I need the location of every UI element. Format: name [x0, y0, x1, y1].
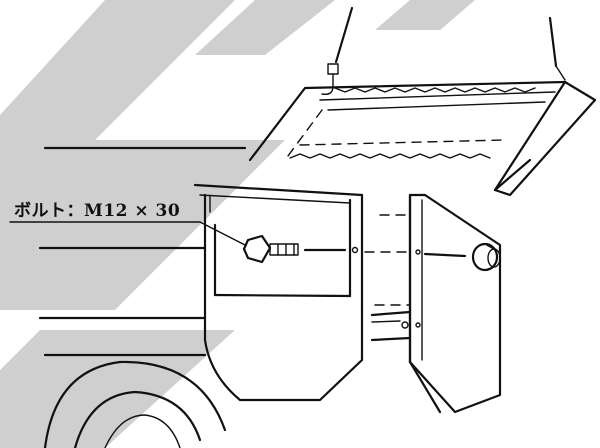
flap-lower-hole	[415, 322, 421, 328]
top-tray	[248, 80, 597, 197]
watermark-band-top-right	[375, 0, 475, 30]
watermark-bands	[0, 0, 475, 448]
hanging-wires	[321, 6, 566, 96]
tray-hidden-line	[299, 139, 506, 146]
tray-rail-top	[319, 91, 556, 101]
body-frame	[38, 146, 364, 402]
flap-bolt-hole	[415, 249, 421, 255]
frame-upper-edge	[193, 183, 364, 197]
flap-board	[408, 193, 502, 414]
tray-inner-edge	[493, 158, 532, 192]
tray-weld-seam-bottom	[289, 153, 491, 159]
tray-back-edge	[248, 80, 567, 162]
tray-hidden-edge	[284, 109, 323, 161]
side-flap	[408, 193, 502, 414]
wire-clip-icon	[327, 63, 339, 75]
hinge-plate-top	[370, 310, 412, 317]
callout-leader	[199, 221, 246, 246]
watermark-band-top	[195, 0, 335, 55]
bolt-shank	[269, 243, 299, 256]
wire-left	[334, 6, 354, 64]
watermark-band-bottom	[0, 330, 235, 448]
wheel-rim	[104, 414, 181, 448]
nut-chamfer-bottom	[484, 266, 495, 271]
frame-wheel-arch-housing	[203, 193, 364, 402]
frame-bolt-hole	[351, 246, 359, 254]
wire-right	[548, 16, 558, 68]
bolt-head-icon	[242, 234, 272, 264]
hinge-pin-icon	[401, 321, 409, 329]
bolt-axis-outer	[423, 252, 467, 258]
bolt-spec-label: ボルト：M12 × 30	[14, 201, 180, 221]
tray-end-board	[493, 80, 597, 197]
frame-panel-bottom	[213, 293, 352, 298]
wheel-tire-outer	[43, 360, 227, 448]
hook-icon	[321, 73, 334, 96]
hinge-bracket	[370, 214, 412, 342]
nut-chamfer-top	[484, 243, 495, 250]
wheel-tire-inner	[73, 390, 202, 448]
watermark-band-top-left	[0, 0, 235, 170]
frame-upper-inner	[199, 194, 351, 204]
hinge-slot	[371, 320, 401, 323]
bolt-callout: ボルト：M12 × 30	[9, 201, 246, 246]
tray-weld-seam-top	[334, 87, 536, 93]
flap-bottom-edge	[408, 360, 442, 414]
tray-rail-top-2	[327, 101, 546, 111]
watermark-band-middle	[0, 140, 285, 310]
wire-right-end	[555, 65, 566, 81]
wheel	[43, 360, 227, 448]
bolt-assembly	[242, 234, 501, 272]
hinge-plate-bottom	[370, 336, 412, 342]
